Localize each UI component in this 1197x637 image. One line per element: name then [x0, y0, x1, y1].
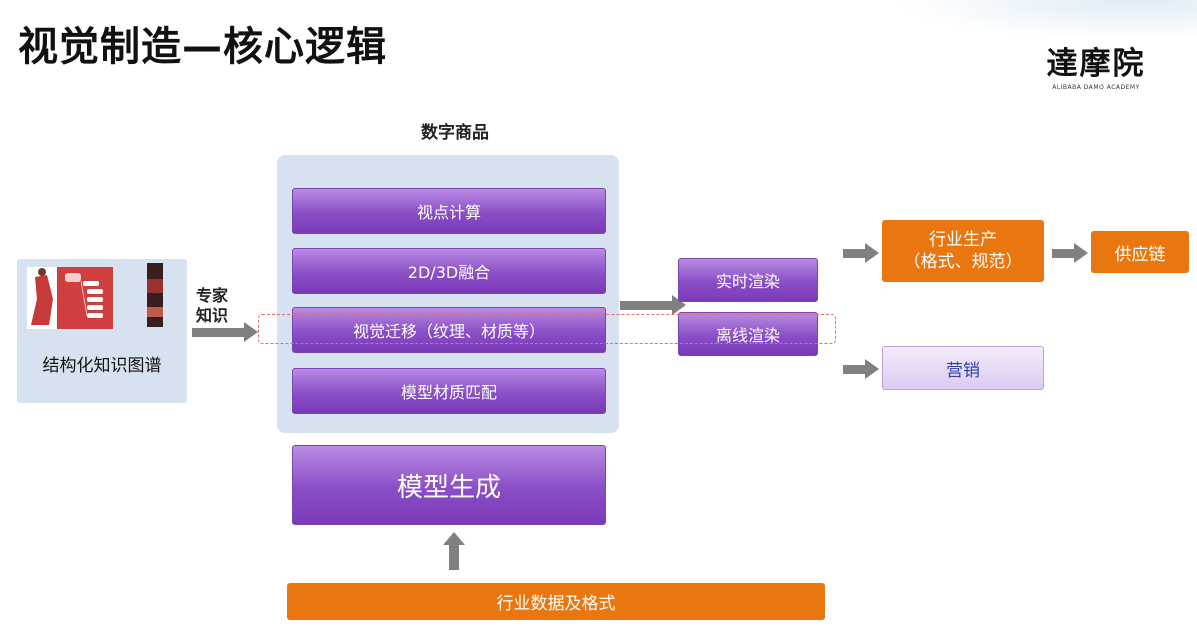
- visual-transfer-highlight: [258, 314, 836, 344]
- goods-item-material-match: 模型材质匹配: [292, 368, 606, 414]
- knowledge-graph-caption: 结构化知识图谱: [42, 356, 162, 376]
- expert-line1: 专家: [196, 286, 229, 305]
- knowledge-graph-panel: 结构化知识图谱: [17, 259, 187, 403]
- damo-logo: 達摩院 ALIBABA DAMO ACADEMY: [1036, 44, 1156, 100]
- industry-production-box: 行业生产 （格式、规范）: [882, 220, 1044, 282]
- industry-prod-line1: 行业生产: [929, 230, 997, 250]
- goods-item-2d3d-fusion: 2D/3D融合: [292, 248, 606, 294]
- page-title: 视觉制造—核心逻辑: [18, 24, 387, 70]
- offline-render-box: 离线渲染: [678, 312, 818, 356]
- arrow-to-industry-prod: [843, 243, 879, 263]
- realtime-render-box: 实时渲染: [678, 258, 818, 302]
- knowledge-graph-thumbnail: [27, 263, 163, 329]
- marketing-box: 营销: [882, 346, 1044, 390]
- arrow-kg-to-goods: [192, 322, 258, 342]
- model-generation-box: 模型生成: [292, 445, 606, 525]
- expert-knowledge-label: 专家 知识: [196, 286, 228, 326]
- logo-main-text: 達摩院: [1046, 46, 1146, 82]
- arrow-to-marketing: [843, 359, 879, 379]
- arrow-goods-to-render: [620, 295, 686, 315]
- arrow-to-supply-chain: [1052, 243, 1088, 263]
- digital-goods-label: 数字商品: [421, 123, 489, 143]
- expert-line2: 知识: [196, 306, 229, 325]
- logo-sub-text: ALIBABA DAMO ACADEMY: [1052, 84, 1140, 91]
- supply-chain-box: 供应链: [1091, 231, 1189, 273]
- arrow-data-to-model: [443, 532, 465, 570]
- industry-prod-line2: （格式、规范）: [903, 252, 1023, 272]
- header-decoration: [897, 0, 1197, 40]
- goods-item-viewpoint: 视点计算: [292, 188, 606, 234]
- industry-data-box: 行业数据及格式: [287, 583, 825, 620]
